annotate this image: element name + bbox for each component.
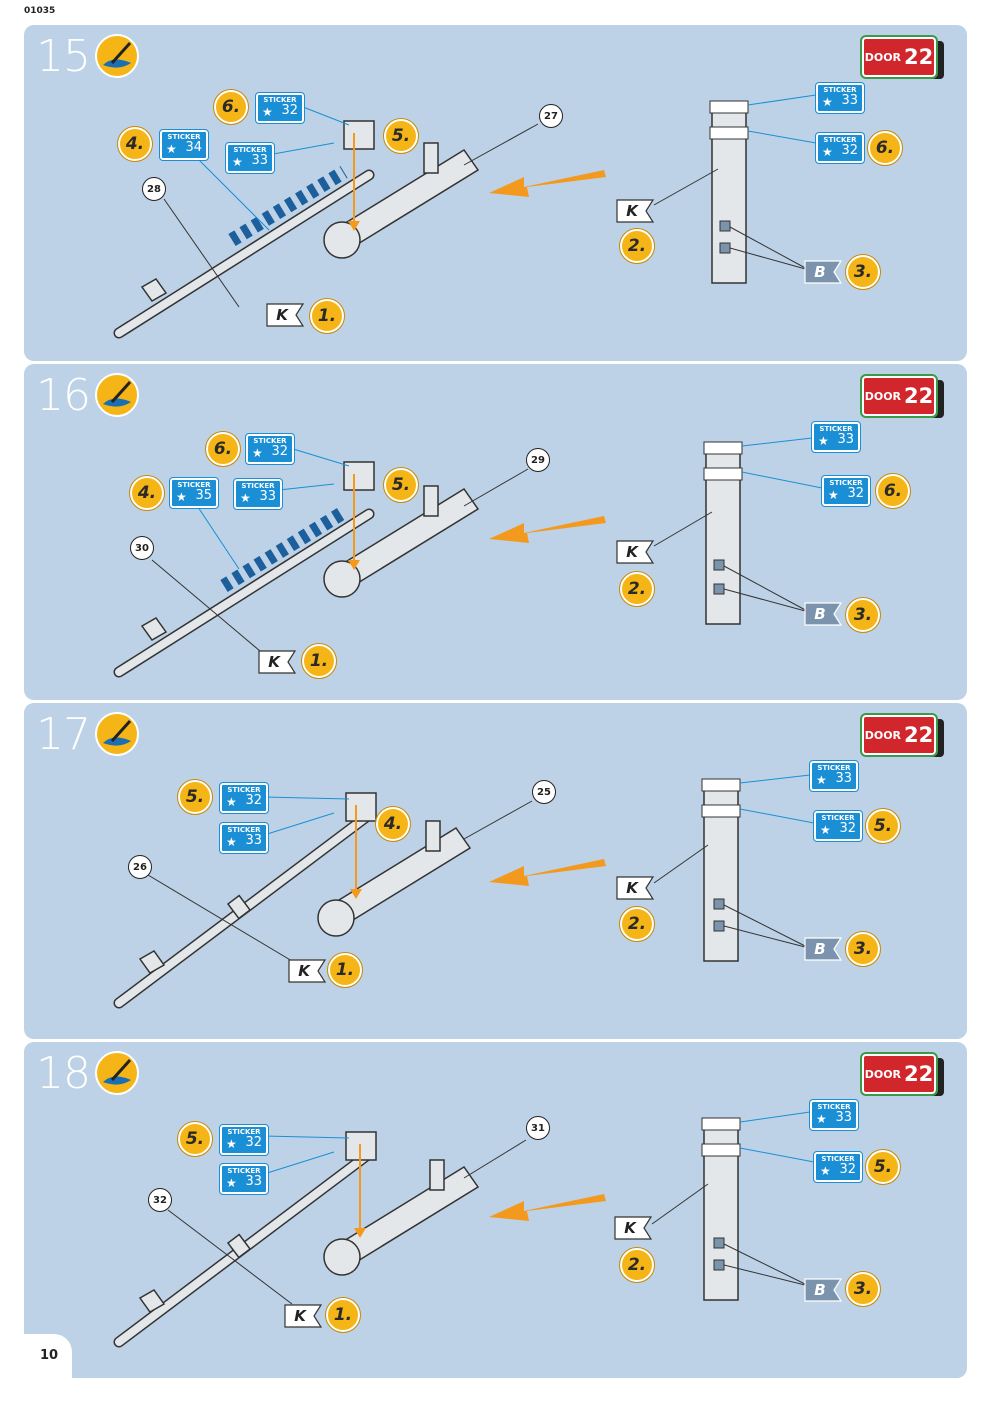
step-15-illustration [113,94,817,339]
step-badge: 3. [845,597,881,633]
paint-brush-icon [95,373,139,417]
k-flag-icon: K [616,199,655,223]
step-number: 17 [36,709,91,760]
step-badge: 4. [117,126,153,162]
step-badge: 4. [129,475,165,511]
sticker-label: STICKER★33 [809,760,859,792]
page-number-tab: 10 [0,1334,72,1403]
step-number: 18 [36,1048,91,1099]
step-badge: 1. [325,1297,361,1333]
step-badge: 2. [619,906,655,942]
part-number-callout: 30 [130,536,154,560]
k-flag-icon: K [266,303,305,327]
step-badge: 5. [177,779,213,815]
sticker-label: STICKER★34 [159,129,209,161]
part-number-callout: 27 [539,104,563,128]
part-number-callout: 25 [532,780,556,804]
sticker-label: STICKER★32 [813,1151,863,1183]
sticker-label: STICKER★33 [811,421,861,453]
step-18-illustration [113,1111,815,1348]
step-16-illustration [113,437,823,678]
k-flag-icon: K [288,959,327,983]
part-number-callout: 32 [148,1188,172,1212]
step-number: 15 [36,31,91,82]
paint-brush-icon [95,34,139,78]
sticker-label: STICKER★32 [245,433,295,465]
k-flag-icon: K [616,876,655,900]
sticker-label: STICKER★33 [219,822,269,854]
k-flag-icon: K [284,1304,323,1328]
sticker-label: STICKER★33 [809,1099,859,1131]
sticker-label: STICKER★33 [225,142,275,174]
page-number: 10 [40,1348,59,1363]
b-flag-icon: B [804,602,843,626]
k-flag-icon: K [258,650,297,674]
step-badge: 5. [177,1121,213,1157]
sticker-label: STICKER★32 [821,475,871,507]
sticker-label: STICKER★32 [815,132,865,164]
b-flag-icon: B [804,260,843,284]
step-badge: 5. [865,808,901,844]
sticker-label: STICKER★32 [219,782,269,814]
step-badge: 2. [619,571,655,607]
part-number-callout: 26 [128,855,152,879]
paint-brush-icon [95,712,139,756]
step-badge: 3. [845,254,881,290]
step-badge: 4. [375,806,411,842]
step-badge: 3. [845,931,881,967]
step-badge: 6. [205,431,241,467]
part-number-callout: 31 [526,1116,550,1140]
step-badge: 6. [213,89,249,125]
sticker-label: STICKER★32 [255,92,305,124]
step-badge: 1. [301,643,337,679]
step-badge: 3. [845,1271,881,1307]
step-badge: 5. [383,118,419,154]
part-number-callout: 28 [142,177,166,201]
step-17-illustration [113,774,815,1009]
step-badge: 6. [867,130,903,166]
paint-brush-icon [95,1051,139,1095]
step-number: 16 [36,370,91,421]
sticker-label: STICKER★33 [815,82,865,114]
sticker-label: STICKER★35 [169,477,219,509]
sticker-label: STICKER★32 [813,810,863,842]
k-flag-icon: K [614,1216,653,1240]
sticker-label: STICKER★33 [233,478,283,510]
step-badge: 5. [865,1149,901,1185]
part-number-callout: 29 [526,448,550,472]
step-badge: 1. [327,952,363,988]
step-badge: 2. [619,1247,655,1283]
step-badge: 1. [309,298,345,334]
step-badge: 6. [875,473,911,509]
sticker-label: STICKER★32 [219,1124,269,1156]
step-badge: 2. [619,228,655,264]
b-flag-icon: B [804,937,843,961]
step-badge: 5. [383,467,419,503]
sticker-label: STICKER★33 [219,1163,269,1195]
b-flag-icon: B [804,1278,843,1302]
document-code: 01035 [24,6,56,16]
k-flag-icon: K [616,540,655,564]
